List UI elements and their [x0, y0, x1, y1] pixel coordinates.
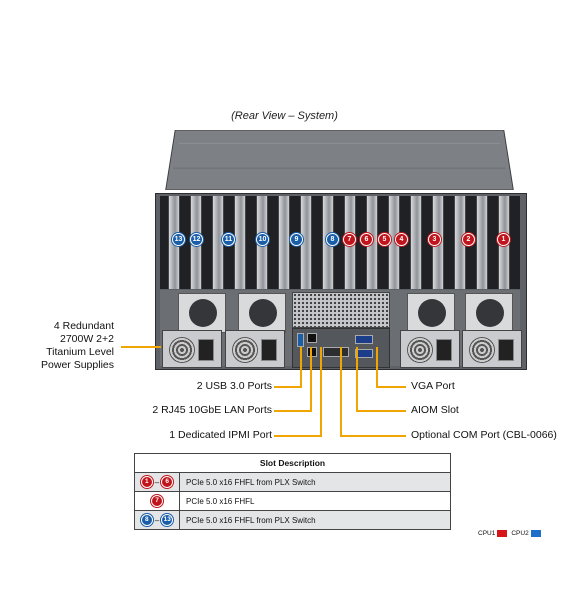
table-row: 1–6 PCIe 5.0 x16 FHFL from PLX Switch: [134, 472, 451, 492]
psu-connector-line: [121, 346, 161, 348]
usb-connector-line: [300, 347, 302, 387]
aiom-slot[interactable]: [323, 347, 349, 357]
slot-badge: 7: [151, 495, 163, 507]
slot-badge: 13: [161, 514, 174, 526]
aiom-slot-label: AIOM Slot: [411, 404, 459, 416]
com-port[interactable]: [355, 335, 373, 344]
pcie-slot-bracket: [410, 196, 422, 289]
ipmi-connector-line: [274, 435, 322, 437]
slot-range: 1–6: [134, 472, 180, 492]
cpu-legend: CPU1 CPU2: [478, 530, 545, 537]
vga-port[interactable]: [355, 349, 373, 358]
aiom-connector-line: [356, 347, 358, 411]
ipmi-port-label: 1 Dedicated IPMI Port: [169, 429, 272, 441]
power-supply[interactable]: [462, 330, 522, 368]
vga-port-label: VGA Port: [411, 380, 455, 392]
usb-port[interactable]: [297, 333, 304, 347]
slot-number-badge: 13: [172, 233, 185, 246]
lan-connector-line: [274, 410, 312, 412]
pcie-slot-bracket: [278, 196, 290, 289]
legend-label-cpu1: CPU1: [478, 530, 496, 538]
slot-number-badge: 5: [378, 233, 391, 246]
slot-description-table: Slot Description 1–6 PCIe 5.0 x16 FHFL f…: [134, 453, 451, 530]
legend-swatch-cpu1: [497, 530, 508, 537]
pcie-slot-bracket: [234, 196, 246, 289]
lan-connector-line: [310, 347, 312, 411]
power-supply[interactable]: [162, 330, 222, 368]
pcie-slot-bracket: [476, 196, 488, 289]
range-dash-icon: –: [154, 515, 160, 525]
fan-bay: [178, 293, 226, 333]
fan-bay: [407, 293, 455, 333]
ipmi-port[interactable]: [307, 347, 317, 357]
ipmi-connector-line: [320, 347, 322, 437]
chassis-top: [165, 130, 514, 190]
slot-number-badge: 6: [360, 233, 373, 246]
slot-number-badge: 9: [290, 233, 303, 246]
vga-connector-line: [376, 386, 406, 388]
vga-connector-line: [376, 347, 378, 387]
table-row: 8–13 PCIe 5.0 x16 FHFL from PLX Switch: [134, 510, 451, 530]
slot-number-badge: 8: [326, 233, 339, 246]
slot-description: PCIe 5.0 x16 FHFL: [179, 491, 451, 511]
legend-swatch-cpu2: [530, 530, 541, 537]
slot-number-badge: 4: [395, 233, 408, 246]
slot-number-badge: 7: [343, 233, 356, 246]
lan-port[interactable]: [307, 333, 317, 343]
range-dash-icon: –: [154, 477, 160, 487]
slot-range: 7: [134, 491, 180, 511]
com-connector-line: [340, 347, 342, 437]
vent-mesh: [292, 292, 390, 328]
fan-bay: [465, 293, 513, 333]
slot-number-badge: 2: [462, 233, 475, 246]
table-header: Slot Description: [134, 453, 451, 473]
com-port-label: Optional COM Port (CBL-0066): [411, 429, 557, 441]
usb-ports-label: 2 USB 3.0 Ports: [196, 380, 272, 392]
slot-number-badge: 12: [190, 233, 203, 246]
legend-label-cpu2: CPU2: [511, 530, 529, 538]
power-supply[interactable]: [400, 330, 460, 368]
aiom-connector-line: [356, 410, 406, 412]
slot-number-badge: 10: [256, 233, 269, 246]
com-connector-line: [340, 435, 406, 437]
slot-number-badge: 3: [428, 233, 441, 246]
slot-number-badge: 11: [222, 233, 235, 246]
table-row: 7 PCIe 5.0 x16 FHFL: [134, 491, 451, 511]
psu-label: 4 Redundant 2700W 2+2 Titanium Level Pow…: [41, 320, 114, 371]
slot-badge: 6: [161, 476, 174, 488]
view-title: (Rear View – System): [231, 110, 338, 122]
slot-badge: 8: [140, 514, 153, 526]
slot-description: PCIe 5.0 x16 FHFL from PLX Switch: [179, 510, 451, 530]
usb-connector-line: [274, 386, 302, 388]
slot-badge: 1: [140, 476, 153, 488]
lan-ports-label: 2 RJ45 10GbE LAN Ports: [152, 404, 272, 416]
fan-bay: [238, 293, 286, 333]
slot-number-badge: 1: [497, 233, 510, 246]
slot-range: 8–13: [134, 510, 180, 530]
power-supply[interactable]: [225, 330, 285, 368]
slot-description: PCIe 5.0 x16 FHFL from PLX Switch: [179, 472, 451, 492]
